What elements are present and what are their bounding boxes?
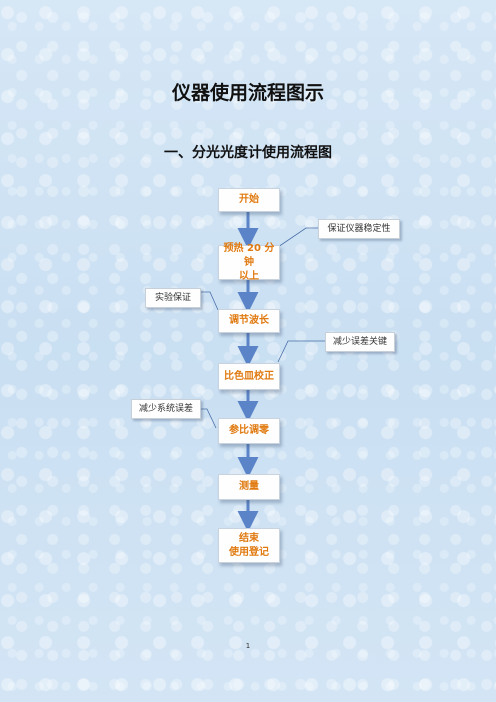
page-number: 1: [245, 642, 251, 650]
note-experiment: 实验保证: [145, 288, 201, 308]
step-start-label: 开始: [239, 194, 259, 205]
step-preheat-line2: 以上: [239, 270, 259, 282]
callout-line-system-error: [199, 408, 217, 429]
step-measure: 测量: [218, 474, 280, 500]
step-adjust-wavelength: 调节波长: [218, 309, 280, 333]
step-start: 开始: [218, 188, 280, 212]
page-title: 仪器使用流程图示: [171, 82, 324, 104]
step-preheat-line1: 预热 20 分钟: [223, 242, 275, 268]
step-measure-label: 测量: [239, 481, 259, 492]
section-title: 一、分光光度计使用流程图: [164, 145, 332, 161]
note-stability: 保证仪器稳定性: [318, 219, 400, 239]
callout-line-error-key: [277, 340, 325, 363]
step-cuvette-calibration: 比色皿校正: [218, 363, 280, 390]
callout-line-experiment: [199, 291, 219, 311]
note-error-key: 减少误差关键: [325, 332, 395, 352]
step-end: 结束 使用登记: [218, 528, 280, 563]
step-reference-zero: 参比调零: [218, 418, 280, 444]
callout-line-stability: [277, 227, 318, 248]
note-system-error: 减少系统误差: [131, 399, 201, 419]
step-end-line1: 结束: [239, 532, 259, 544]
step-preheat: 预热 20 分钟 以上: [218, 242, 280, 282]
step-end-line2: 使用登记: [229, 546, 269, 558]
step-reference-zero-label: 参比调零: [229, 425, 269, 436]
step-adjust-wavelength-label: 调节波长: [229, 315, 269, 326]
step-cuvette-calibration-label: 比色皿校正: [224, 370, 274, 382]
